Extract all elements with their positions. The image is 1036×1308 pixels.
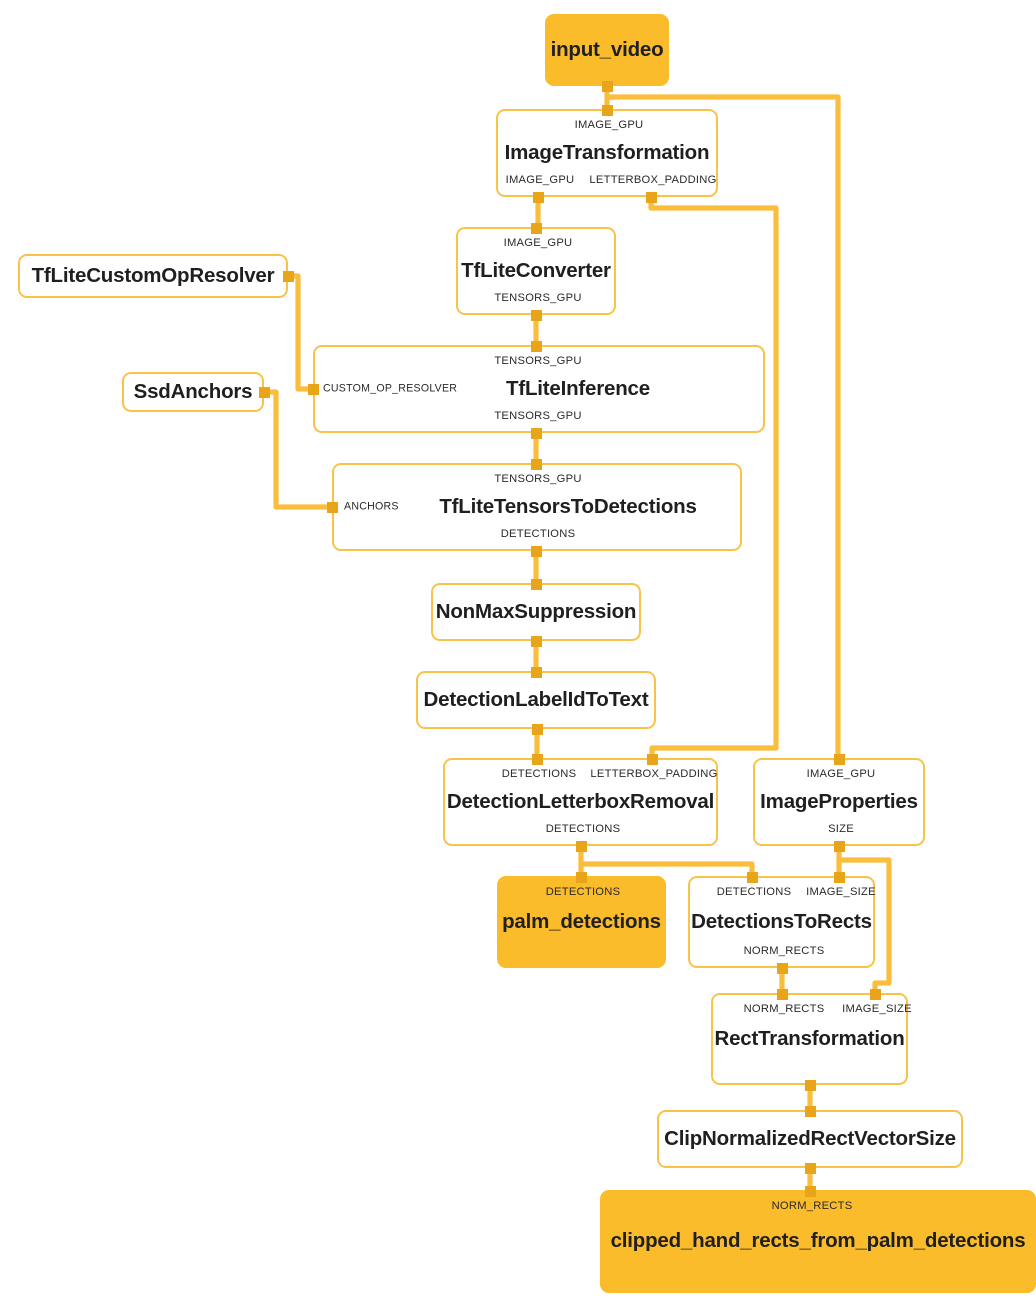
port-label-in-detections: DETECTIONS xyxy=(716,886,792,898)
port-square-rect-transformation-in-image-size xyxy=(869,989,881,1000)
port-label-in-image-gpu: IMAGE_GPU xyxy=(574,119,644,131)
node-title: TfLiteTensorsToDetections xyxy=(439,494,697,518)
node-title: TfLiteConverter xyxy=(461,258,611,282)
node-title: TfLiteInference xyxy=(506,376,650,400)
node-title: input_video xyxy=(550,37,664,61)
node-title: ImageTransformation xyxy=(504,140,710,164)
port-label-in-tensors-gpu: TENSORS_GPU xyxy=(494,355,582,367)
port-label-in-detections: DETECTIONS xyxy=(545,886,621,898)
port-square-ssd-anchors-out xyxy=(259,386,270,398)
node-tflite-inference[interactable]: TENSORS_GPU CUSTOM_OP_RESOLVER TfLiteInf… xyxy=(313,345,765,433)
port-square-detections-to-rects-in-detections xyxy=(746,872,758,883)
port-square-image-properties-out xyxy=(833,841,845,852)
node-detection-letterbox-removal[interactable]: DETECTIONS LETTERBOX_PADDING DetectionLe… xyxy=(443,758,718,846)
node-title: clipped_hand_rects_from_palm_detections xyxy=(610,1229,1026,1253)
port-square-tensors-to-detections-in-tensors xyxy=(530,459,542,470)
port-label-out-tensors-gpu: TENSORS_GPU xyxy=(494,291,582,304)
port-square-tensors-to-detections-out xyxy=(530,546,542,557)
port-square-letterbox-removal-in-padding xyxy=(646,754,658,765)
port-square-nms-out xyxy=(530,636,542,647)
port-label-in-custom-op-resolver: CUSTOM_OP_RESOLVER xyxy=(323,382,458,395)
edge-letterbox-removal-to-detections-to-rects xyxy=(581,861,755,876)
node-title: SsdAnchors xyxy=(133,379,253,403)
port-square-tflite-inference-out xyxy=(530,428,542,439)
port-label-in-image-gpu: IMAGE_GPU xyxy=(806,768,876,780)
node-rect-transformation[interactable]: NORM_RECTS IMAGE_SIZE RectTransformation xyxy=(711,993,912,1085)
port-square-tflite-inference-in-tensors xyxy=(530,341,542,352)
node-image-transformation[interactable]: IMAGE_GPU ImageTransformation IMAGE_GPU … xyxy=(496,109,718,197)
port-label-out-tensors-gpu: TENSORS_GPU xyxy=(494,409,582,422)
port-label-out-norm-rects: NORM_RECTS xyxy=(743,944,825,957)
node-palm-detections[interactable]: DETECTIONS palm_detections xyxy=(497,876,666,968)
port-square-image-transformation-out-padding xyxy=(645,192,657,203)
node-tflite-tensors-to-detections[interactable]: TENSORS_GPU ANCHORS TfLiteTensorsToDetec… xyxy=(332,463,742,551)
port-square-palm-detections-in xyxy=(575,872,587,883)
port-square-input-video-out xyxy=(601,80,613,92)
port-square-clip-size-in xyxy=(804,1106,816,1117)
port-label-out-detections: DETECTIONS xyxy=(545,822,621,835)
port-square-image-transformation-out-image xyxy=(532,192,544,203)
port-square-image-properties-in xyxy=(833,754,845,765)
node-title: ClipNormalizedRectVectorSize xyxy=(664,1126,956,1150)
port-square-nms-in xyxy=(530,579,542,590)
node-detection-label-id-to-text[interactable]: DetectionLabelIdToText xyxy=(416,671,656,729)
port-square-tflite-converter-in xyxy=(530,223,542,234)
port-label-in-anchors: ANCHORS xyxy=(344,500,399,513)
port-square-rect-transformation-in-norm-rects xyxy=(776,989,788,1000)
port-label-out-image-gpu: IMAGE_GPU xyxy=(505,173,575,186)
node-tflite-converter[interactable]: IMAGE_GPU TfLiteConverter TENSORS_GPU xyxy=(456,227,616,315)
port-square-tensors-to-detections-in-anchors xyxy=(326,501,338,513)
port-label-in-norm-rects: NORM_RECTS xyxy=(743,1003,825,1015)
node-title: RectTransformation xyxy=(714,1026,905,1050)
node-image-properties[interactable]: IMAGE_GPU ImageProperties SIZE xyxy=(753,758,925,846)
port-square-rect-transformation-out xyxy=(804,1080,816,1091)
port-square-clip-size-out xyxy=(804,1163,816,1174)
port-label-in-tensors-gpu: TENSORS_GPU xyxy=(494,473,582,485)
node-title: NonMaxSuppression xyxy=(435,599,637,623)
port-square-label-id-to-text-in xyxy=(530,667,542,678)
node-non-max-suppression[interactable]: NonMaxSuppression xyxy=(431,583,641,641)
node-title: palm_detections xyxy=(502,909,661,933)
port-square-detections-to-rects-out xyxy=(776,963,788,974)
port-label-out-detections: DETECTIONS xyxy=(500,527,576,540)
node-clip-normalized-rect-vector-size[interactable]: ClipNormalizedRectVectorSize xyxy=(657,1110,963,1168)
port-label-in-norm-rects: NORM_RECTS xyxy=(771,1200,853,1212)
port-square-label-id-to-text-out xyxy=(531,724,543,735)
node-title: DetectionLabelIdToText xyxy=(423,687,649,711)
port-square-letterbox-removal-in-detections xyxy=(531,754,543,765)
port-label-in-letterbox-padding: LETTERBOX_PADDING xyxy=(590,768,718,780)
port-square-detections-to-rects-in-image-size xyxy=(833,872,845,883)
node-input-video[interactable]: input_video xyxy=(545,14,669,86)
node-title: TfLiteCustomOpResolver xyxy=(31,263,275,287)
port-label-out-letterbox-padding: LETTERBOX_PADDING xyxy=(589,173,717,186)
node-title: DetectionLetterboxRemoval xyxy=(446,789,715,813)
edge-custom-op-resolver-to-tflite-inference xyxy=(288,273,313,392)
node-tflite-custom-op-resolver[interactable]: TfLiteCustomOpResolver xyxy=(18,254,288,298)
port-square-clipped-hand-rects-in xyxy=(804,1186,816,1197)
node-detections-to-rects[interactable]: DETECTIONS IMAGE_SIZE DetectionsToRects … xyxy=(688,876,876,968)
port-square-custom-op-resolver-out xyxy=(283,270,294,282)
node-title: ImageProperties xyxy=(760,789,918,813)
port-label-in-image-size: IMAGE_SIZE xyxy=(842,1003,912,1015)
port-label-in-image-gpu: IMAGE_GPU xyxy=(503,237,573,249)
port-square-tflite-inference-in-resolver xyxy=(307,383,319,395)
port-square-image-transformation-in xyxy=(601,105,613,116)
port-square-tflite-converter-out xyxy=(530,310,542,321)
node-title: DetectionsToRects xyxy=(691,909,872,933)
port-label-in-detections: DETECTIONS xyxy=(501,768,577,780)
node-ssd-anchors[interactable]: SsdAnchors xyxy=(122,372,264,412)
port-label-out-size: SIZE xyxy=(828,822,854,835)
node-clipped-hand-rects-from-palm-detections[interactable]: NORM_RECTS clipped_hand_rects_from_palm_… xyxy=(600,1190,1036,1293)
port-label-in-image-size: IMAGE_SIZE xyxy=(806,886,876,898)
port-square-letterbox-removal-out xyxy=(575,841,587,852)
